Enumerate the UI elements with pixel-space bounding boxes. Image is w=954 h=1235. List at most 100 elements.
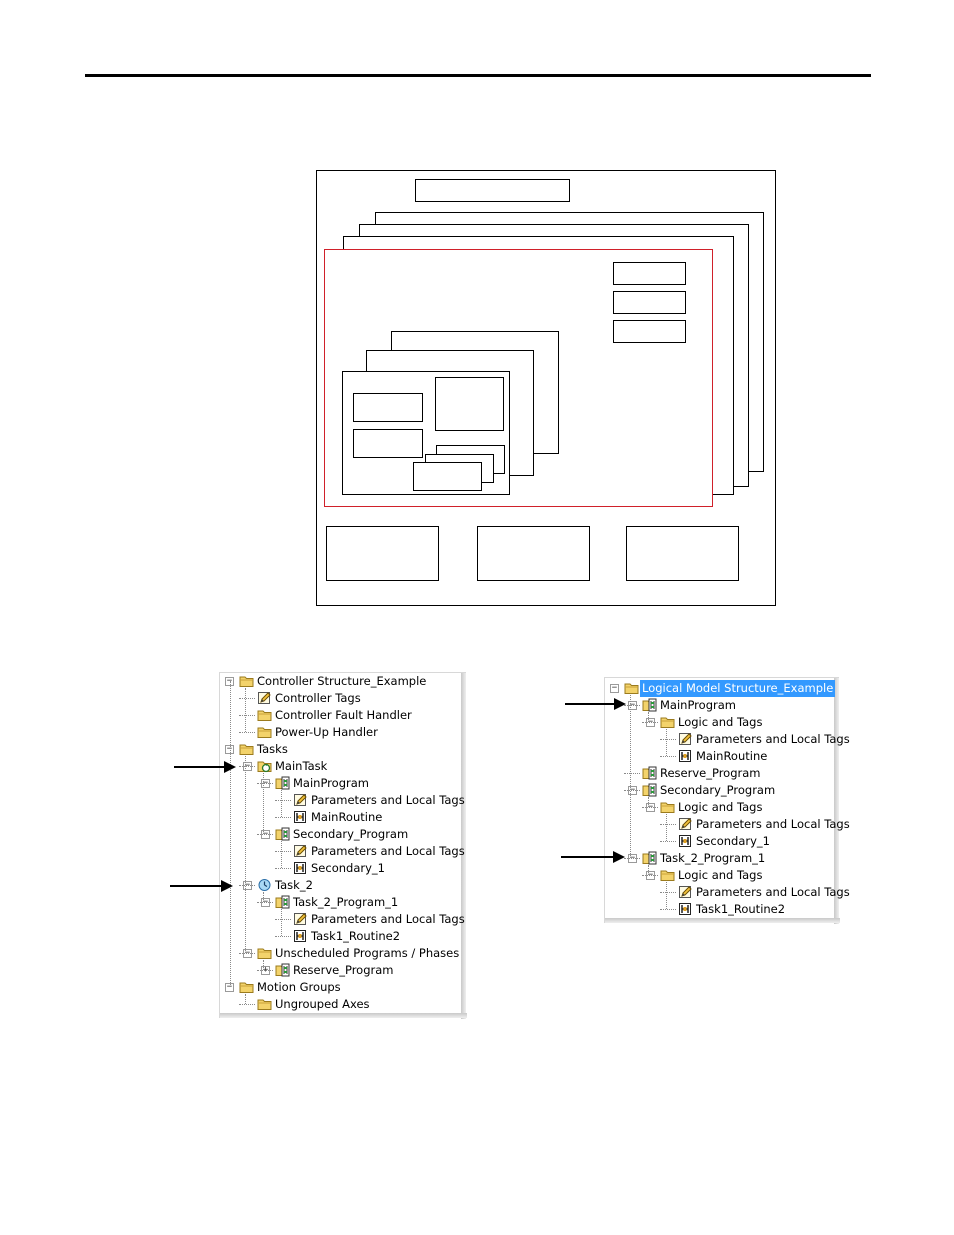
tree-connector — [666, 814, 667, 841]
tree-node-label: Logic and Tags — [678, 800, 763, 814]
folder-icon — [239, 674, 254, 688]
folder-icon — [239, 980, 254, 994]
routine-icon — [678, 834, 693, 848]
tree-node-label: Reserve_Program — [293, 963, 394, 977]
tree-connector — [660, 892, 676, 893]
tree-node-label: Unscheduled Programs / Phases — [275, 946, 460, 960]
program-icon — [642, 698, 657, 712]
folder-icon — [257, 725, 272, 739]
continuous-task-icon — [257, 759, 272, 773]
tree-connector — [239, 953, 255, 954]
tree-node-label: Ungrouped Axes — [275, 997, 370, 1011]
tree-node-label: Logic and Tags — [678, 715, 763, 729]
tree-connector — [245, 994, 246, 1004]
tree-node-label: Logic and Tags — [678, 868, 763, 882]
tags-icon — [293, 844, 308, 858]
routine-icon — [678, 902, 693, 916]
routine-icon — [678, 749, 693, 763]
program-tags-box — [353, 393, 423, 422]
tree-connector — [275, 817, 291, 818]
tree-connector — [660, 841, 676, 842]
tree-node-label: Controller Structure_Example — [257, 674, 427, 688]
tree-connector — [239, 732, 255, 733]
folder-icon — [257, 997, 272, 1011]
program-icon — [642, 766, 657, 780]
tree-node-label: Secondary_Program — [660, 783, 776, 797]
tree-connector — [245, 756, 246, 953]
mainprogram-arrow — [565, 698, 626, 710]
folder-icon — [257, 708, 272, 722]
collapse-icon[interactable]: − — [225, 744, 234, 754]
tree-node-label: Parameters and Local Tags — [311, 844, 465, 858]
tree-node-label: Secondary_1 — [311, 861, 385, 875]
tree-connector — [239, 885, 255, 886]
tree-connector — [660, 909, 676, 910]
tree-connector — [263, 960, 264, 970]
tree-connector — [257, 902, 273, 903]
tree-connector — [275, 868, 291, 869]
tags-icon — [257, 691, 272, 705]
folder-icon — [239, 742, 254, 756]
tree-node-label: Reserve_Program — [660, 766, 761, 780]
routine-icon — [293, 929, 308, 943]
tree-node-label: Power-Up Handler — [275, 725, 378, 739]
tags-icon — [293, 912, 308, 926]
controller-bottom-box-1 — [326, 526, 439, 581]
tree-node-label: Parameters and Local Tags — [311, 793, 465, 807]
tree-node-label: Secondary_1 — [696, 834, 770, 848]
tags-icon — [678, 885, 693, 899]
tree-connector — [275, 919, 291, 920]
task-side-box-1 — [613, 262, 686, 285]
folder-icon — [624, 681, 639, 695]
tree-connector — [263, 892, 264, 902]
collapse-icon[interactable]: − — [225, 982, 234, 992]
task-side-box-2 — [613, 291, 686, 314]
collapse-icon[interactable]: − — [610, 683, 619, 693]
tree-node-label: Controller Fault Handler — [275, 708, 412, 722]
collapse-icon[interactable]: − — [225, 676, 234, 686]
tree-connector — [648, 712, 649, 722]
tree-connector — [666, 882, 667, 909]
tree-connector — [642, 722, 658, 723]
tree-connector — [281, 841, 282, 868]
tags-icon — [678, 817, 693, 831]
tree-connector — [239, 715, 255, 716]
program-main-routine-box — [353, 429, 423, 458]
tags-icon — [678, 732, 693, 746]
program-icon — [275, 827, 290, 841]
tree-node-label: Motion Groups — [257, 980, 341, 994]
folder-icon — [257, 946, 272, 960]
header-rule — [85, 74, 871, 77]
tree-node-label: MainRoutine — [311, 810, 383, 824]
controller-title-box — [415, 179, 570, 202]
tree-node-label: Secondary_Program — [293, 827, 409, 841]
tree-node-label: MainProgram — [293, 776, 369, 790]
tree-connector — [275, 851, 291, 852]
program-icon — [275, 776, 290, 790]
tree-node-label: Task_2_Program_1 — [660, 851, 766, 865]
tree-connector — [245, 688, 246, 732]
task-side-box-3 — [613, 320, 686, 343]
folder-icon — [660, 715, 675, 729]
tree-connector — [281, 790, 282, 817]
tree-connector — [239, 698, 255, 699]
tree-connector — [648, 865, 649, 875]
tree-connector — [648, 797, 649, 807]
periodic-task-icon — [257, 878, 272, 892]
tree-connector — [666, 729, 667, 756]
logical-organizer-tree[interactable]: −Logical Model Structure_Example−MainPro… — [604, 677, 850, 924]
tree-node-label: Task1_Routine2 — [311, 929, 401, 943]
tree-connector — [624, 790, 640, 791]
tree-connector — [660, 756, 676, 757]
tree-connector — [281, 909, 282, 936]
tree-connector — [263, 773, 264, 834]
program-fault-routine-box — [435, 377, 504, 431]
routine-icon — [293, 810, 308, 824]
tree-connector — [257, 834, 273, 835]
tree-node-label: MainProgram — [660, 698, 736, 712]
folder-icon — [660, 868, 675, 882]
tree-node-label: MainTask — [275, 759, 328, 773]
program-icon — [642, 783, 657, 797]
tree-connector — [230, 681, 231, 987]
